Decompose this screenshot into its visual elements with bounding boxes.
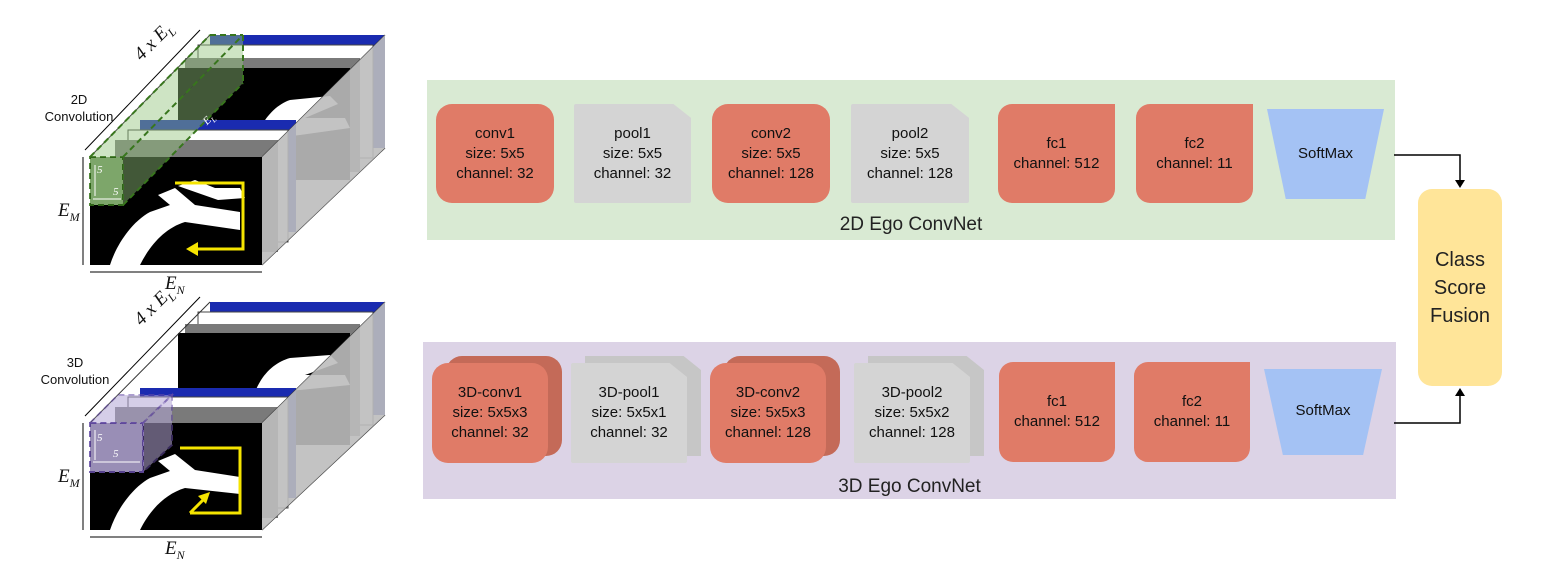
width-label-sub: N bbox=[176, 547, 185, 562]
softmax-block: SoftMax bbox=[1267, 109, 1384, 199]
fc1-block: fc1 channel: 512 bbox=[999, 362, 1115, 462]
softmax-label: SoftMax bbox=[1297, 145, 1354, 162]
fc1-block: fc1 channel: 512 bbox=[998, 104, 1115, 203]
width-label-sub: N bbox=[176, 282, 185, 297]
kernel-w-label: 5 bbox=[113, 448, 119, 460]
width-label: EN bbox=[165, 538, 185, 563]
frame-stack-3d bbox=[82, 296, 386, 538]
class-score-fusion-block: Class Score Fusion bbox=[1418, 189, 1502, 386]
kernel-h-label: 5 bbox=[97, 164, 103, 176]
3d-pool1-block: 3D-pool1 size: 5x5x1 channel: 32 bbox=[571, 363, 687, 463]
3d-pool2-block: 3D-pool2 size: 5x5x2 channel: 128 bbox=[854, 363, 970, 463]
height-label-sub: M bbox=[69, 209, 80, 224]
width-label-text: E bbox=[165, 538, 177, 559]
kernel-w-label: 5 bbox=[113, 186, 119, 198]
net-3d-band: 3D-conv1 size: 5x5x3 channel: 32 3D-pool… bbox=[423, 342, 1396, 499]
net-2d-title: 2D Ego ConvNet bbox=[839, 214, 983, 235]
pool2-block: pool2 size: 5x5 channel: 128 bbox=[851, 104, 969, 203]
pool1-block: pool1 size: 5x5 channel: 32 bbox=[574, 104, 691, 203]
frame-stack-2d bbox=[82, 29, 386, 273]
height-label-text: E bbox=[58, 466, 70, 487]
height-label: EM bbox=[58, 200, 80, 225]
fc2-block: fc2 channel: 11 bbox=[1136, 104, 1253, 203]
arrowhead-2d bbox=[1455, 180, 1465, 188]
illustration-2d: 2D Convolution 4 x EL EL EM EN 5 5 bbox=[0, 0, 410, 300]
fc2-block: fc2 channel: 11 bbox=[1134, 362, 1250, 462]
softmax-label: SoftMax bbox=[1295, 402, 1351, 419]
height-label-sub: M bbox=[69, 475, 80, 490]
width-label: EN bbox=[165, 273, 185, 298]
height-label-text: E bbox=[58, 200, 70, 221]
conv-type-label: 3D Convolution bbox=[40, 355, 110, 387]
conv1-block: conv1 size: 5x5 channel: 32 bbox=[436, 104, 554, 203]
conv-type-label: 2D Convolution bbox=[44, 92, 114, 124]
softmax-block: SoftMax bbox=[1264, 369, 1382, 455]
illustration-3d: 3D Convolution 4 x EL EM EN 5 5 bbox=[0, 280, 410, 572]
arrow-3d-to-fusion bbox=[1394, 396, 1461, 424]
width-label-text: E bbox=[165, 273, 177, 294]
3d-conv2-block: 3D-conv2 size: 5x5x3 channel: 128 bbox=[710, 363, 826, 463]
kernel-h-label: 5 bbox=[97, 432, 103, 444]
arrow-2d-to-fusion bbox=[1394, 154, 1461, 180]
height-label: EM bbox=[58, 466, 80, 491]
conv2-block: conv2 size: 5x5 channel: 128 bbox=[712, 104, 830, 203]
net-3d-title: 3D Ego ConvNet bbox=[838, 476, 981, 497]
net-2d-band: conv1 size: 5x5 channel: 32 pool1 size: … bbox=[427, 80, 1395, 240]
3d-conv1-block: 3D-conv1 size: 5x5x3 channel: 32 bbox=[432, 363, 548, 463]
arrowhead-3d bbox=[1455, 388, 1465, 396]
